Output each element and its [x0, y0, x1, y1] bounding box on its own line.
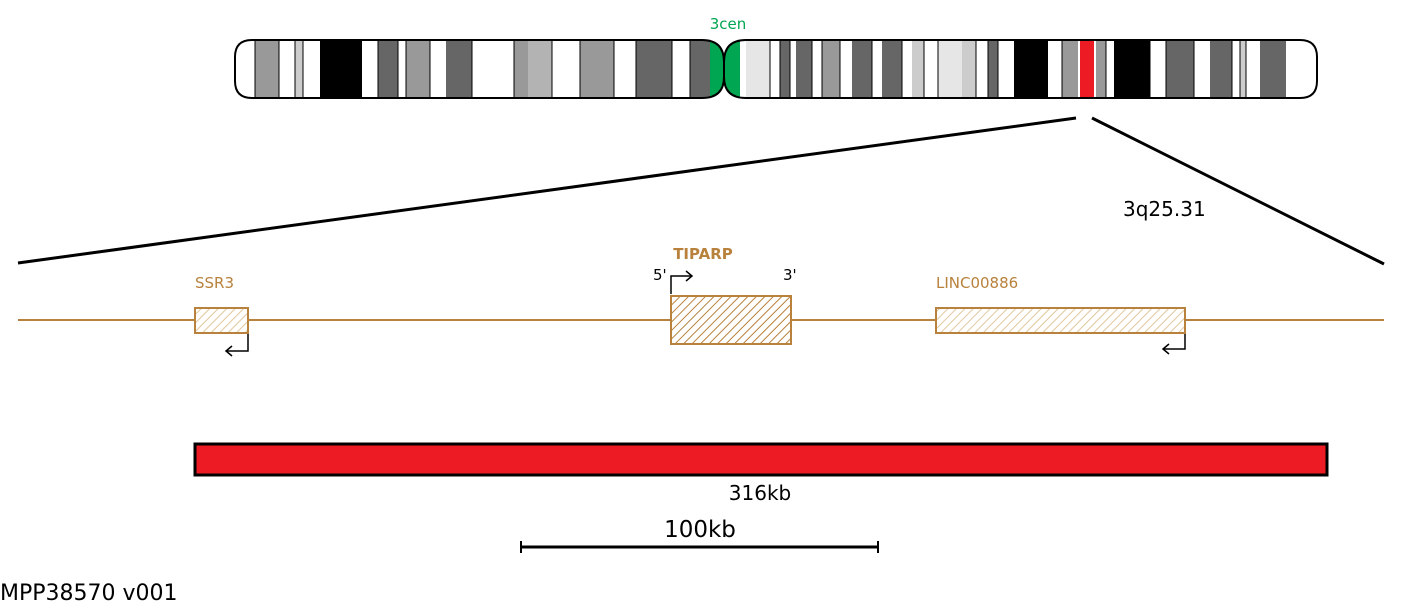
gene-label-ssr3: SSR3 [195, 274, 234, 292]
three-prime-label: 3' [783, 266, 797, 284]
strand-arrow-linc00886 [1163, 334, 1186, 350]
gene-box-ssr3 [194, 307, 249, 334]
region-size-label: 316kb [729, 481, 791, 505]
highlighted-band [1080, 40, 1094, 98]
zoom-line-right [1091, 116, 1385, 266]
centromere-label: 3cen [710, 15, 747, 33]
gene-label-tiparp: TIPARP [673, 245, 733, 263]
arrowhead-icon [685, 270, 694, 282]
chromosome-q-arm-outline [723, 39, 1318, 99]
gene-tiparp: TIPARP 5' 3' [653, 245, 797, 345]
band-label: 3q25.31 [1123, 197, 1206, 221]
diagram-id: MPP38570 v001 [0, 581, 178, 606]
gene-box-linc00886 [935, 307, 1186, 334]
scale-label: 100kb [664, 517, 736, 543]
gene-box-tiparp [670, 295, 792, 345]
gene-linc00886: LINC00886 [935, 274, 1186, 355]
scale-bar: 100kb [520, 517, 879, 553]
arrowhead-icon [1161, 343, 1170, 355]
chromosome-ideogram: 3cen [234, 15, 1318, 99]
gene-track: SSR3 TIPARP 5' 3' LINC00886 [18, 245, 1384, 357]
strand-arrow-ssr3 [226, 334, 249, 352]
five-prime-label: 5' [653, 266, 667, 284]
chromosome-bands [235, 40, 1317, 98]
gene-ssr3: SSR3 [194, 274, 249, 357]
strand-arrow-tiparp [670, 275, 692, 294]
arrowhead-icon [224, 345, 233, 357]
region-bar [193, 442, 1329, 477]
copy-number-region: 316kb [193, 442, 1329, 505]
zoom-line-left [17, 116, 1077, 265]
chromosome-p-arm-outline [234, 39, 725, 99]
zoom-lines [17, 116, 1385, 266]
gene-label-linc00886: LINC00886 [936, 274, 1018, 292]
